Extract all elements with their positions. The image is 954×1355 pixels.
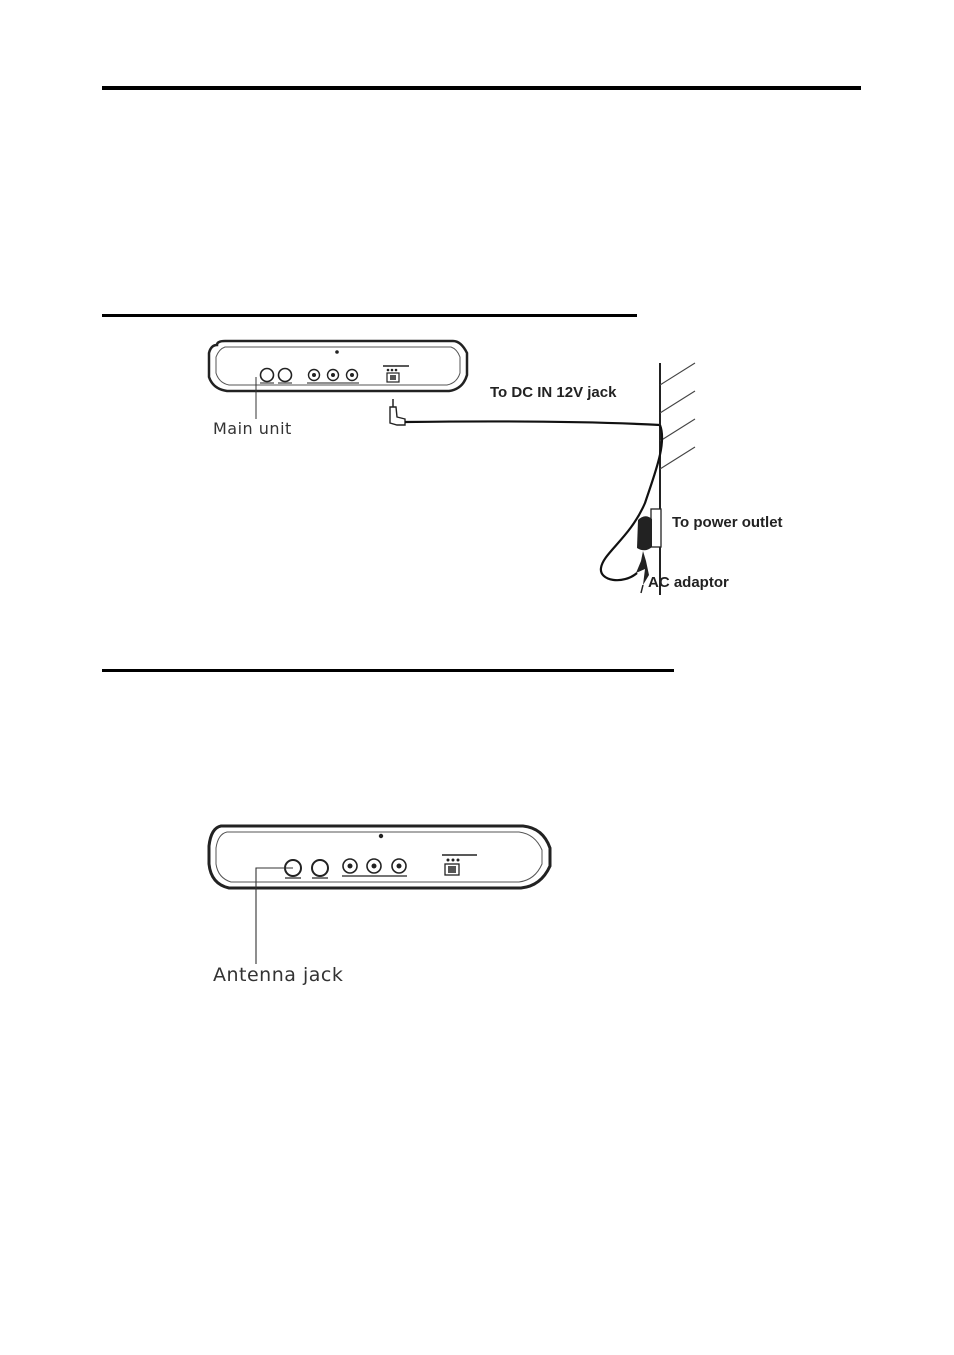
dc-plug [389, 406, 406, 426]
antenna-jack-leader [255, 867, 293, 964]
rf-out-jack-2 [311, 859, 329, 877]
dc-jack-label: To DC IN 12V jack [490, 384, 617, 401]
power-connection-diagram: Main unit To DC IN 12V jack To power out… [205, 333, 788, 595]
ac-adaptor-label: AC adaptor [648, 574, 729, 591]
main-unit-inner-edge [215, 346, 461, 386]
header-rule [102, 86, 861, 90]
antenna-jack-illustration [207, 824, 552, 964]
antenna-jack-diagram: Antenna jack [205, 818, 552, 992]
power-outlet-label: To power outlet [672, 514, 783, 531]
section-2-rule [102, 669, 674, 672]
ac-adaptor [637, 516, 652, 551]
dc-cable [404, 420, 661, 427]
main-unit-label: Main unit [213, 419, 292, 438]
antenna-jack-label: Antenna jack [213, 964, 344, 986]
main-unit-body [207, 339, 469, 393]
indicator-dot [335, 350, 339, 354]
power-connection-illustration [207, 339, 696, 595]
rf-in-jack [259, 367, 275, 383]
adaptor-cable [599, 424, 664, 582]
section-1-rule [102, 314, 637, 317]
power-outlet [650, 508, 662, 548]
rf-out-jack [277, 367, 293, 383]
